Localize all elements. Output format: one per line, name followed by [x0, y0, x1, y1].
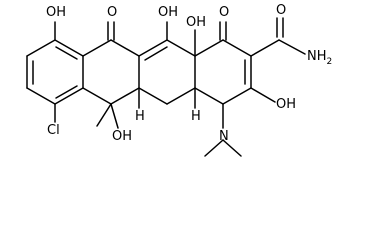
hydrogen-label-left: H	[135, 109, 145, 124]
chemical-structure-diagram: OH O OH OH O O NH2 OH OH Cl H H N	[26, 3, 332, 157]
aromatic-ring-a	[26, 39, 84, 105]
ring-d	[194, 39, 252, 105]
hydrogen-label-right: H	[191, 109, 201, 124]
ring-b	[82, 39, 140, 105]
hydroxyl-label-left: OH	[46, 5, 66, 20]
nitrogen-label: N	[219, 129, 229, 144]
substituent-bonds	[54, 17, 306, 157]
hydroxyl-label-right: OH	[276, 97, 296, 112]
amide-oxygen-label: O	[276, 3, 286, 18]
chlorine-label: Cl	[47, 123, 60, 138]
hydroxyl-label-bottom: OH	[112, 129, 132, 144]
ketone-oxygen-label-right: O	[219, 5, 229, 20]
ring-c	[138, 39, 196, 105]
amide-nh2-label: NH2	[307, 49, 332, 67]
hydroxyl-label-ring-junction: OH	[186, 15, 206, 30]
ketone-oxygen-label-mid: O	[107, 5, 117, 20]
hydroxyl-label-top: OH	[158, 5, 178, 20]
